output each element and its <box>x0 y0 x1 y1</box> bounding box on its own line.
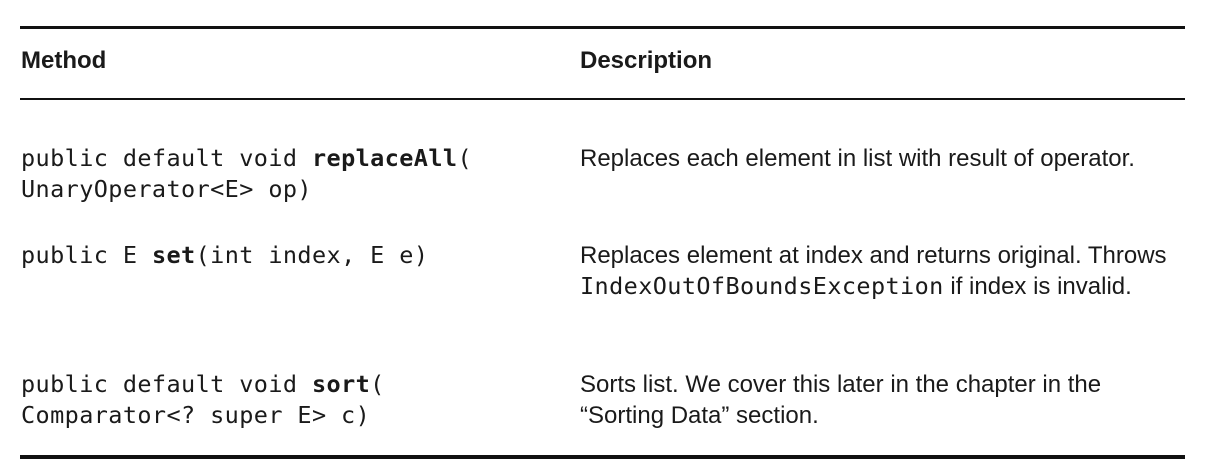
method-prefix: public E <box>21 241 152 269</box>
table-bottom-rule <box>20 455 1185 459</box>
method-signature-replaceall: public default void replaceAll( UnaryOpe… <box>21 143 472 205</box>
exception-name: IndexOutOfBoundsException <box>580 272 944 300</box>
method-name: sort <box>311 370 371 398</box>
method-name: set <box>151 241 196 269</box>
header-description: Description <box>580 47 713 74</box>
method-suffix: ( <box>370 370 385 398</box>
description-text: Replaces element at index and returns or… <box>580 242 1167 269</box>
table-top-rule <box>20 26 1185 29</box>
description-set: Replaces element at index and returns or… <box>580 240 1180 302</box>
method-params: Comparator<? super E> c) <box>21 401 371 429</box>
method-params: UnaryOperator<E> op) <box>21 175 312 203</box>
method-prefix: public default void <box>21 144 312 172</box>
method-signature-set: public E set(int index, E e) <box>21 240 428 271</box>
method-suffix: ( <box>457 144 473 172</box>
method-signature-sort: public default void sort( Comparator<? s… <box>21 369 385 431</box>
header-rule <box>20 98 1185 100</box>
method-suffix: (int index, E e) <box>195 241 429 269</box>
description-replaceall: Replaces each element in list with resul… <box>580 145 1135 172</box>
description-sort: Sorts list. We cover this later in the c… <box>580 371 1102 429</box>
description-text-end: if index is invalid. <box>943 273 1132 300</box>
method-prefix: public default void <box>21 370 312 398</box>
header-method: Method <box>21 47 107 74</box>
method-name: replaceAll <box>311 144 458 172</box>
